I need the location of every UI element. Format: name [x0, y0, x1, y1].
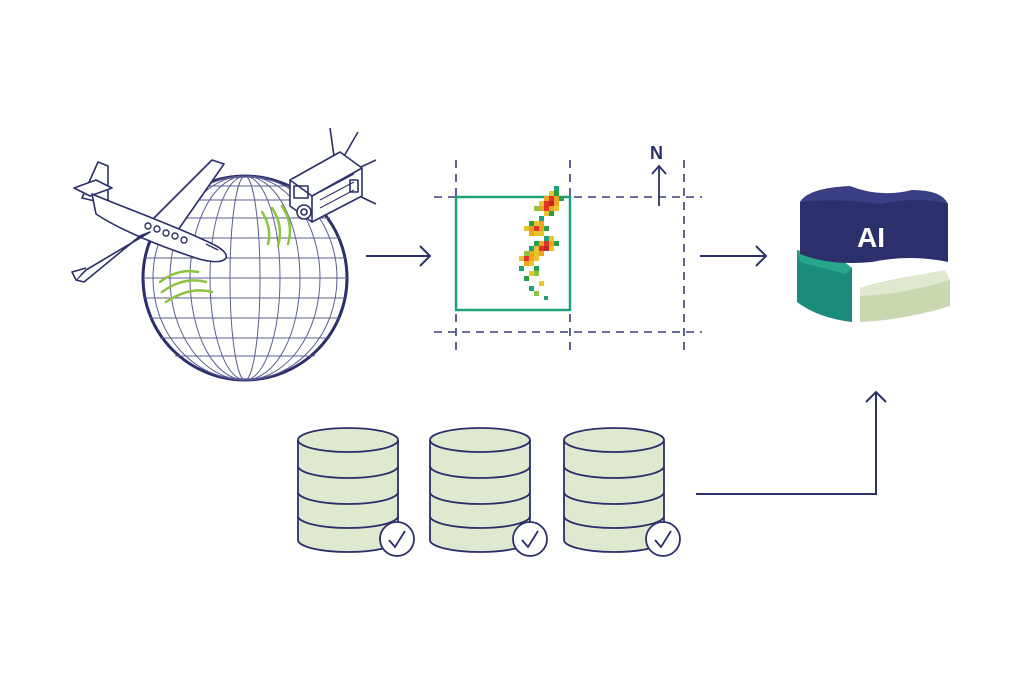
signal-waves-left-icon	[158, 269, 214, 304]
check-icon	[645, 521, 681, 557]
heatmap-grid-icon	[519, 186, 564, 300]
arrow-databases-to-ai	[696, 390, 887, 495]
ai-label: AI	[857, 222, 885, 253]
arrow-globe-to-map	[366, 245, 432, 267]
database-icon	[297, 427, 399, 553]
airplane-icon	[71, 159, 228, 283]
north-label: N	[650, 143, 663, 163]
ai-ring-icon	[797, 186, 950, 322]
north-arrow-icon	[651, 164, 667, 206]
database-icon	[563, 427, 665, 553]
map-grid	[434, 160, 702, 354]
database-icon	[429, 427, 531, 553]
signal-waves-right-icon	[260, 204, 292, 248]
check-icon	[379, 521, 415, 557]
globe-icon	[141, 174, 349, 382]
check-icon	[512, 521, 548, 557]
selected-tile	[454, 195, 572, 312]
arrow-map-to-ai	[700, 245, 768, 267]
satellite-icon	[289, 127, 377, 223]
